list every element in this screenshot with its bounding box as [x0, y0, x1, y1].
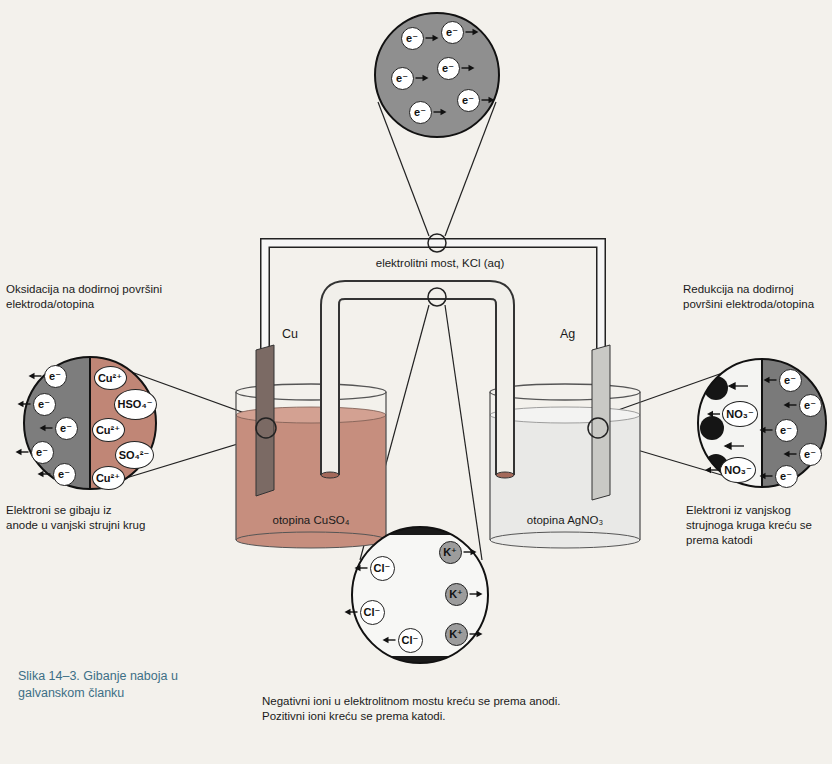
particle-label: e⁻ [446, 27, 458, 38]
text-label: Negativni ioni u elektrolitnom mostu kre… [262, 694, 572, 724]
particle-label: Cl⁻ [374, 563, 391, 574]
arrow-head [473, 29, 479, 35]
arrow-head [18, 401, 24, 407]
particle-label: Cl⁻ [402, 635, 419, 646]
particle-circle: e⁻ [799, 394, 822, 417]
particle-circle: Cu²⁺ [92, 418, 125, 442]
arrow-head [471, 549, 477, 555]
text-label: elektrolitni most, KCl (aq) [373, 256, 507, 271]
particle-label: e⁻ [414, 107, 426, 118]
arrow-head [345, 609, 351, 615]
arrow-head [441, 109, 447, 115]
particle-circle: Cl⁻ [398, 628, 423, 653]
particle-label: K⁺ [443, 547, 457, 558]
particle-label: e⁻ [780, 471, 792, 482]
particle-label: e⁻ [58, 469, 70, 480]
figure-caption: Slika 14–3. Gibanje naboja u galvanskom … [18, 668, 188, 702]
text-label: Elektroni iz vanjskog strujnoga kruga kr… [686, 503, 828, 548]
particle-circle: e⁻ [775, 465, 798, 488]
particle-circle: e⁻ [779, 369, 802, 392]
arrow-head [38, 471, 44, 477]
particle-label: Cu²⁺ [96, 425, 120, 436]
text-label: Redukcija na dodirnoj površini elektroda… [683, 282, 828, 312]
arrow-head [16, 449, 22, 455]
particle-label: e⁻ [784, 375, 796, 386]
particle-label: e⁻ [780, 425, 792, 436]
particle-label: SO₄²⁻ [119, 450, 150, 461]
particle-circle: K⁺ [439, 541, 462, 564]
particle-circle: e⁻ [53, 463, 76, 486]
particle-label: e⁻ [38, 399, 50, 410]
arrow-head [29, 373, 35, 379]
particle-label: e⁻ [60, 423, 72, 434]
particle-circle: e⁻ [441, 21, 464, 44]
particle-circle: Cu²⁺ [92, 466, 125, 490]
particle-label: e⁻ [49, 371, 61, 382]
particle-label: NO₃⁻ [724, 465, 751, 476]
arrow-head [477, 591, 483, 597]
arrow-head [423, 75, 429, 81]
particle-label: Cu²⁺ [98, 373, 122, 384]
particle-label: e⁻ [804, 449, 816, 460]
particle-circle: Cu²⁺ [94, 366, 127, 390]
text-label: Ag [560, 326, 575, 342]
arrow-head [40, 425, 46, 431]
arrow-head [705, 467, 711, 473]
particle-label: NO₃⁻ [726, 409, 753, 420]
particle-label: Cl⁻ [364, 607, 381, 618]
particle-circle: SO₄²⁻ [115, 441, 154, 469]
particle-label: K⁺ [449, 629, 463, 640]
text-label: otopina AgNO₃ [527, 513, 603, 528]
arrow-head [469, 65, 475, 71]
arrow-head [355, 565, 361, 571]
particle-circle: K⁺ [445, 583, 468, 606]
particle-circle: e⁻ [401, 27, 424, 50]
particle-label: HSO₄⁻ [118, 399, 153, 410]
arrow-head [433, 35, 439, 41]
particle-circle: e⁻ [44, 365, 67, 388]
arrow-head [707, 411, 713, 417]
particle-label: e⁻ [406, 33, 418, 44]
arrow-head [489, 97, 495, 103]
particle-circle: NO₃⁻ [720, 457, 756, 483]
particle-label: e⁻ [396, 73, 408, 84]
arrow-head [764, 377, 770, 383]
arrow-head [760, 427, 766, 433]
particle-circle: NO₃⁻ [722, 401, 758, 427]
particle-circle: e⁻ [55, 417, 78, 440]
particle-circle: e⁻ [775, 419, 798, 442]
text-label: Cu [282, 326, 298, 342]
arrow-head [784, 451, 790, 457]
particle-circle: e⁻ [33, 393, 56, 416]
particle-label: K⁺ [449, 589, 463, 600]
particle-circle: Cl⁻ [360, 600, 385, 625]
text-label: otopina CuSO₄ [273, 513, 350, 528]
arrow-head [760, 473, 766, 479]
particle-label: e⁻ [804, 400, 816, 411]
particle-circle: e⁻ [31, 441, 54, 464]
particle-circle: e⁻ [437, 57, 460, 80]
particle-label: e⁻ [462, 95, 474, 106]
particle-circle: HSO₄⁻ [114, 389, 157, 420]
text-label: Oksidacija na dodirnoj površini elektrod… [6, 282, 171, 312]
particle-label: e⁻ [36, 447, 48, 458]
particle-circle: e⁻ [457, 89, 480, 112]
arrow-head [784, 402, 790, 408]
text-label: Elektroni se gibaju iz anode u vanjski s… [6, 503, 146, 533]
particle-circle: e⁻ [391, 67, 414, 90]
particle-label: Cu²⁺ [96, 473, 120, 484]
particle-label: e⁻ [442, 63, 454, 74]
particle-circle: K⁺ [445, 623, 468, 646]
arrow-head [383, 637, 389, 643]
particle-circle: e⁻ [409, 101, 432, 124]
arrow-head [477, 631, 483, 637]
particle-circle: e⁻ [799, 443, 822, 466]
particle-circle: Cl⁻ [370, 556, 395, 581]
